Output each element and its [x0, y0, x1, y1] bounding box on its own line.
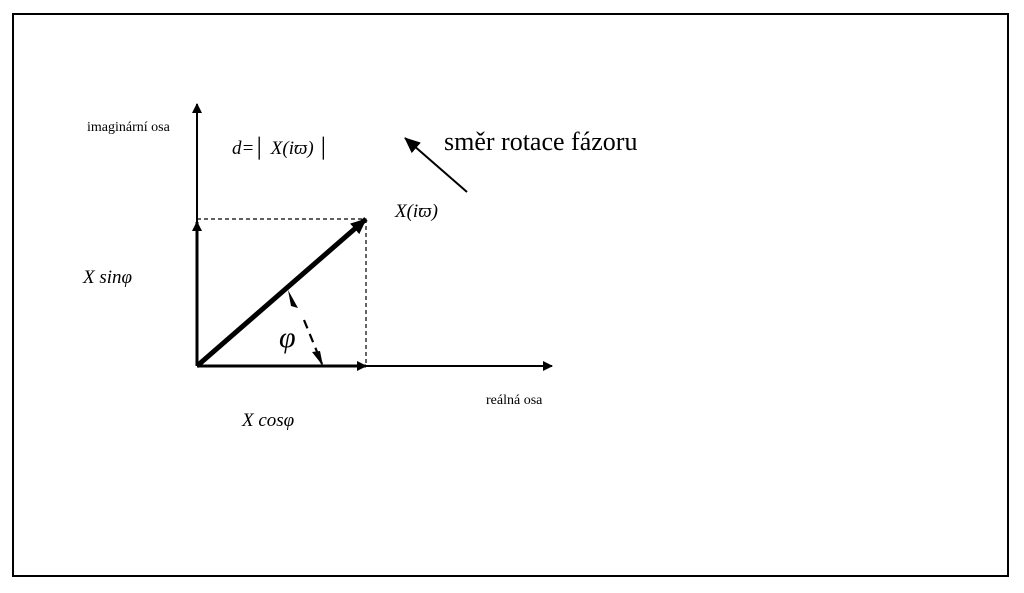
- rotation-direction-arrow: [404, 137, 468, 193]
- angle-indicator-dashed: [302, 319, 324, 365]
- cos-component-label: X cosφ: [242, 410, 295, 431]
- imaginary-axis-label: imaginární osa: [87, 120, 170, 135]
- angle-arrowhead-lower: [312, 351, 323, 366]
- angle-arrowhead-upper: [288, 290, 298, 308]
- magnitude-label: d=│ X(iϖ) │: [232, 138, 331, 159]
- diagram-frame: [12, 13, 1009, 577]
- sin-component-label: X sinφ: [83, 267, 133, 288]
- phasor-vector: [195, 217, 368, 368]
- rotation-direction-label: směr rotace fázoru: [444, 127, 638, 156]
- phasor-label: X(iϖ): [395, 201, 438, 222]
- angle-label: φ: [279, 321, 296, 354]
- real-axis-label: reálná osa: [486, 393, 543, 408]
